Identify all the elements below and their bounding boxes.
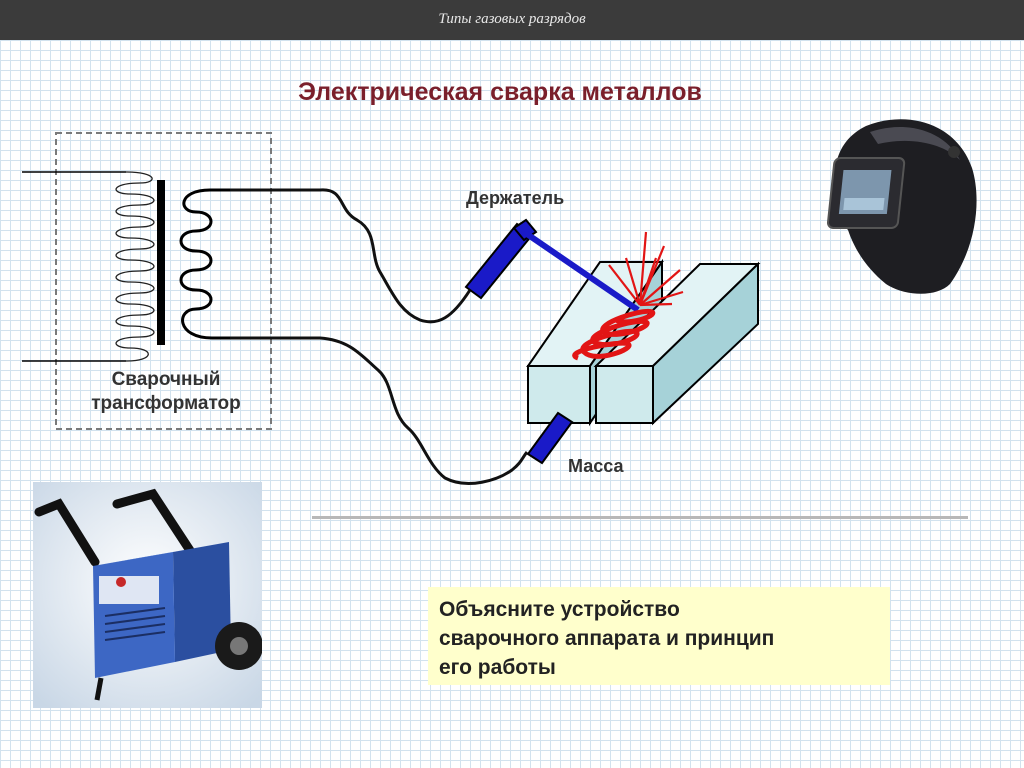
transformer-label-line1: Сварочный: [111, 369, 221, 390]
secondary-winding: [179, 188, 230, 340]
helmet-highlight: [870, 127, 960, 160]
transformer-label-line2: трансформатор: [91, 393, 241, 414]
electrode-rod: [522, 229, 640, 313]
welding-helmet-photo: [826, 119, 977, 294]
machine-handle: [34, 488, 196, 567]
machine-vents: [104, 607, 166, 641]
question-line-3: его работы: [439, 656, 556, 679]
machine-side: [173, 542, 231, 662]
machine-knob: [116, 577, 126, 587]
mass-label: Масса: [568, 456, 624, 476]
welding-machine-photo: [33, 482, 262, 708]
cable-to-holder: [230, 188, 472, 324]
helmet-lens-shine: [843, 198, 885, 210]
machine-leg: [94, 677, 104, 701]
question-line-2: сварочного аппарата и принцип: [439, 627, 775, 650]
mass-clamp: [526, 411, 574, 465]
question-box: Объясните устройство сварочного аппарата…: [428, 587, 890, 685]
divider-line: [312, 516, 968, 519]
helmet-pivot: [948, 146, 960, 158]
primary-winding: [115, 171, 155, 362]
slide-title: Электрическая сварка металлов: [298, 78, 702, 106]
weld-seam: [572, 308, 656, 361]
transformer-label: Сварочный трансформатор: [60, 368, 272, 416]
cable-to-mass: [230, 336, 529, 485]
machine-panel: [99, 576, 159, 604]
header-bar: Типы газовых разрядов: [0, 0, 1024, 40]
section-title: Типы газовых разрядов: [438, 11, 586, 27]
transformer-core: [157, 180, 165, 345]
workpiece-right-face: [595, 365, 654, 424]
question-text: Объясните устройство сварочного аппарата…: [439, 595, 879, 682]
holder-label: Держатель: [466, 188, 565, 208]
transformer-frame: [55, 132, 272, 430]
machine-wheel-hub: [230, 637, 248, 655]
question-line-1: Объясните устройство: [439, 598, 680, 621]
arc-sparks: [608, 231, 684, 307]
